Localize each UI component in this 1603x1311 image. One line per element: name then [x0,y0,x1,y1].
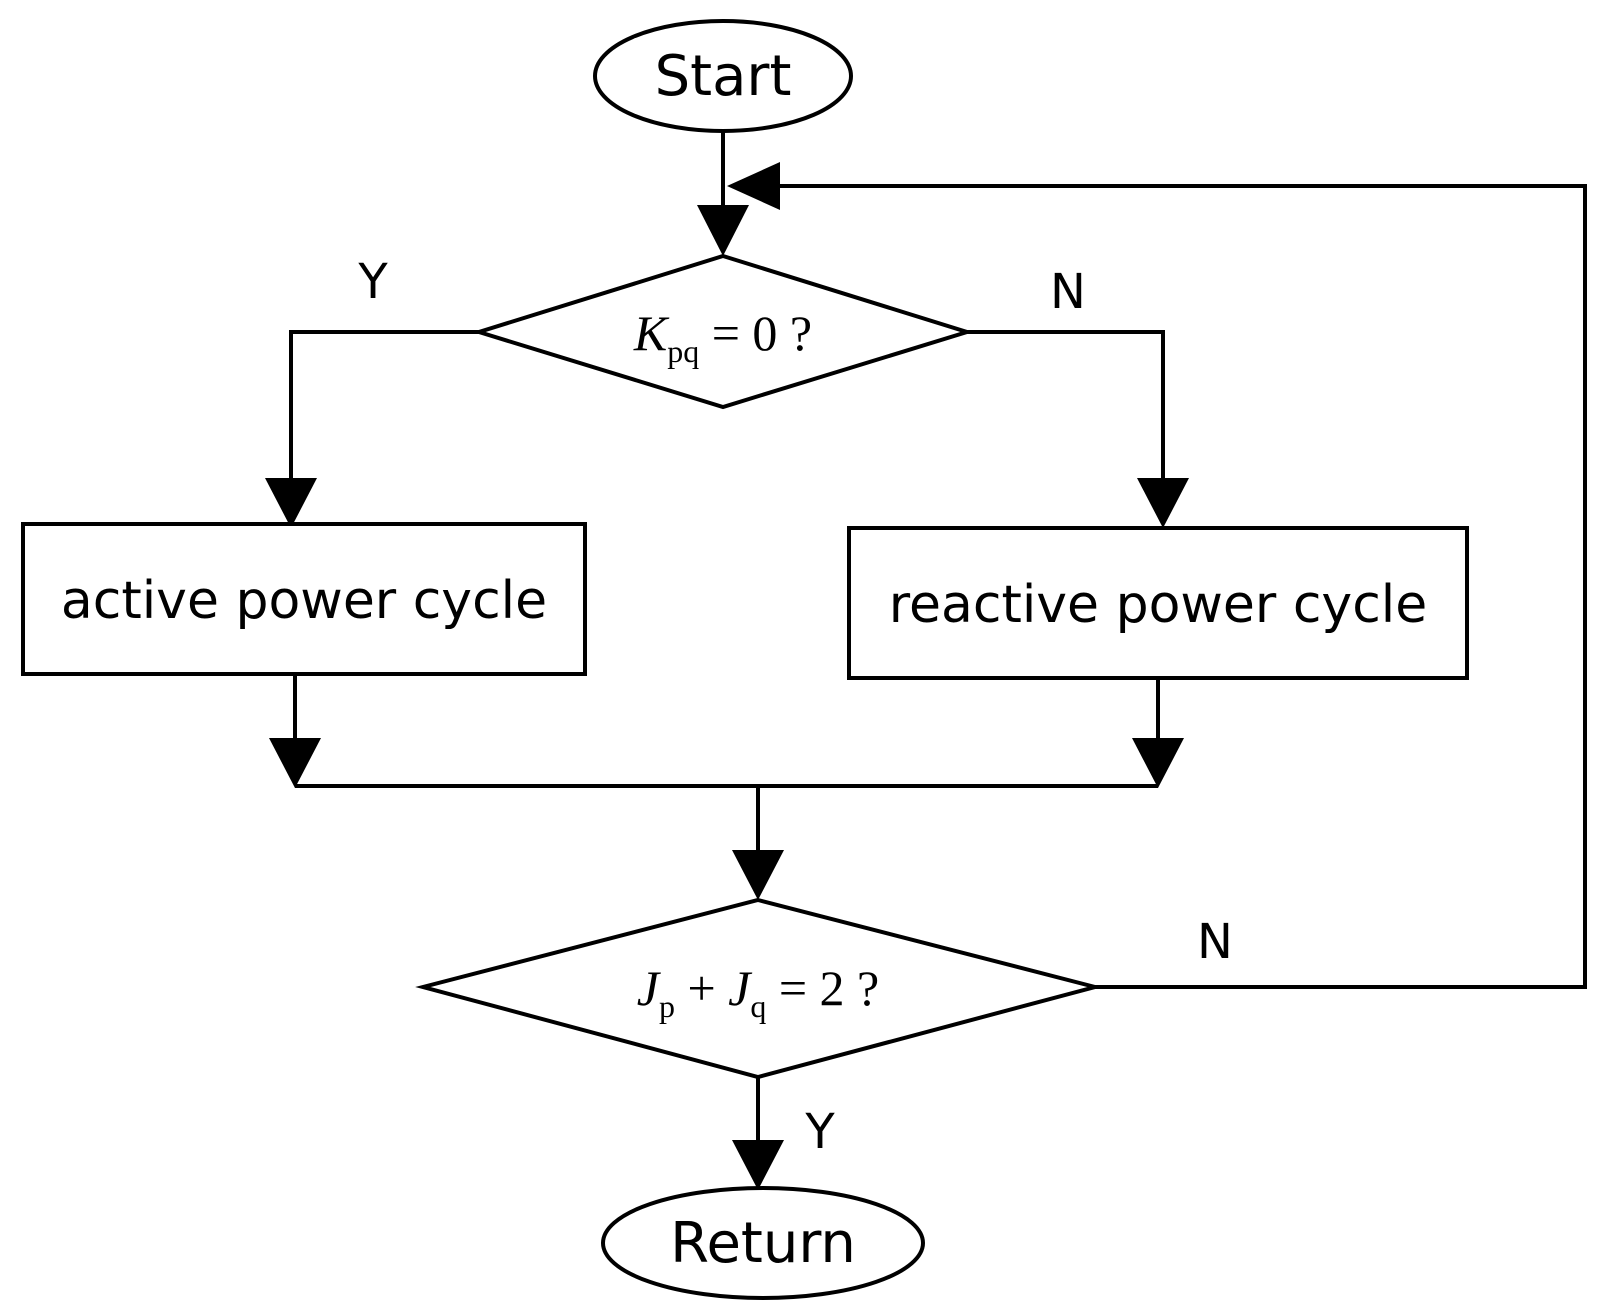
decision1-condition: Kpq = 0 ? [633,305,812,369]
active-power-label: active power cycle [61,571,547,631]
decision2-node: Jp + Jq = 2 ? [415,897,1103,1080]
arrow-into-decision1 [697,205,749,256]
arrow-active-to-merge [269,738,321,788]
start-node: Start [593,19,853,133]
arrow-into-decision2 [732,850,784,900]
decision2-var1: J [637,960,662,1016]
decision1-no-label: N [1050,264,1086,320]
loop-back-connector [770,184,1587,989]
decision2-yes-label: Y [804,1104,835,1160]
connector-yes-to-active [289,330,479,490]
arrow-into-reactive [1137,478,1189,528]
reactive-power-box: reactive power cycle [847,526,1469,680]
start-label: Start [655,44,792,109]
reactive-power-label: reactive power cycle [889,575,1427,635]
arrow-into-active [265,478,317,528]
decision2-no-label: N [1197,914,1233,970]
arrow-reactive-to-merge [1132,738,1184,788]
decision2-sub2: q [750,988,766,1024]
active-power-box: active power cycle [21,522,587,676]
decision1-rest: = 0 ? [699,305,812,361]
decision2-sub1: p [659,988,675,1024]
loop-back-arrow [727,162,780,210]
arrow-into-return [732,1140,784,1190]
decision1-sub: pq [667,333,699,369]
decision2-condition: Jp + Jq = 2 ? [637,960,880,1024]
decision1-node: Kpq = 0 ? [472,253,974,410]
decision2-plus: + [675,960,728,1016]
connector-no-to-reactive [967,330,1165,490]
decision2-var2: J [728,960,753,1016]
return-node: Return [601,1186,925,1300]
decision1-yes-label: Y [357,254,388,310]
decision1-var: K [633,305,670,361]
return-label: Return [670,1211,856,1276]
decision2-rest: = 2 ? [766,960,879,1016]
